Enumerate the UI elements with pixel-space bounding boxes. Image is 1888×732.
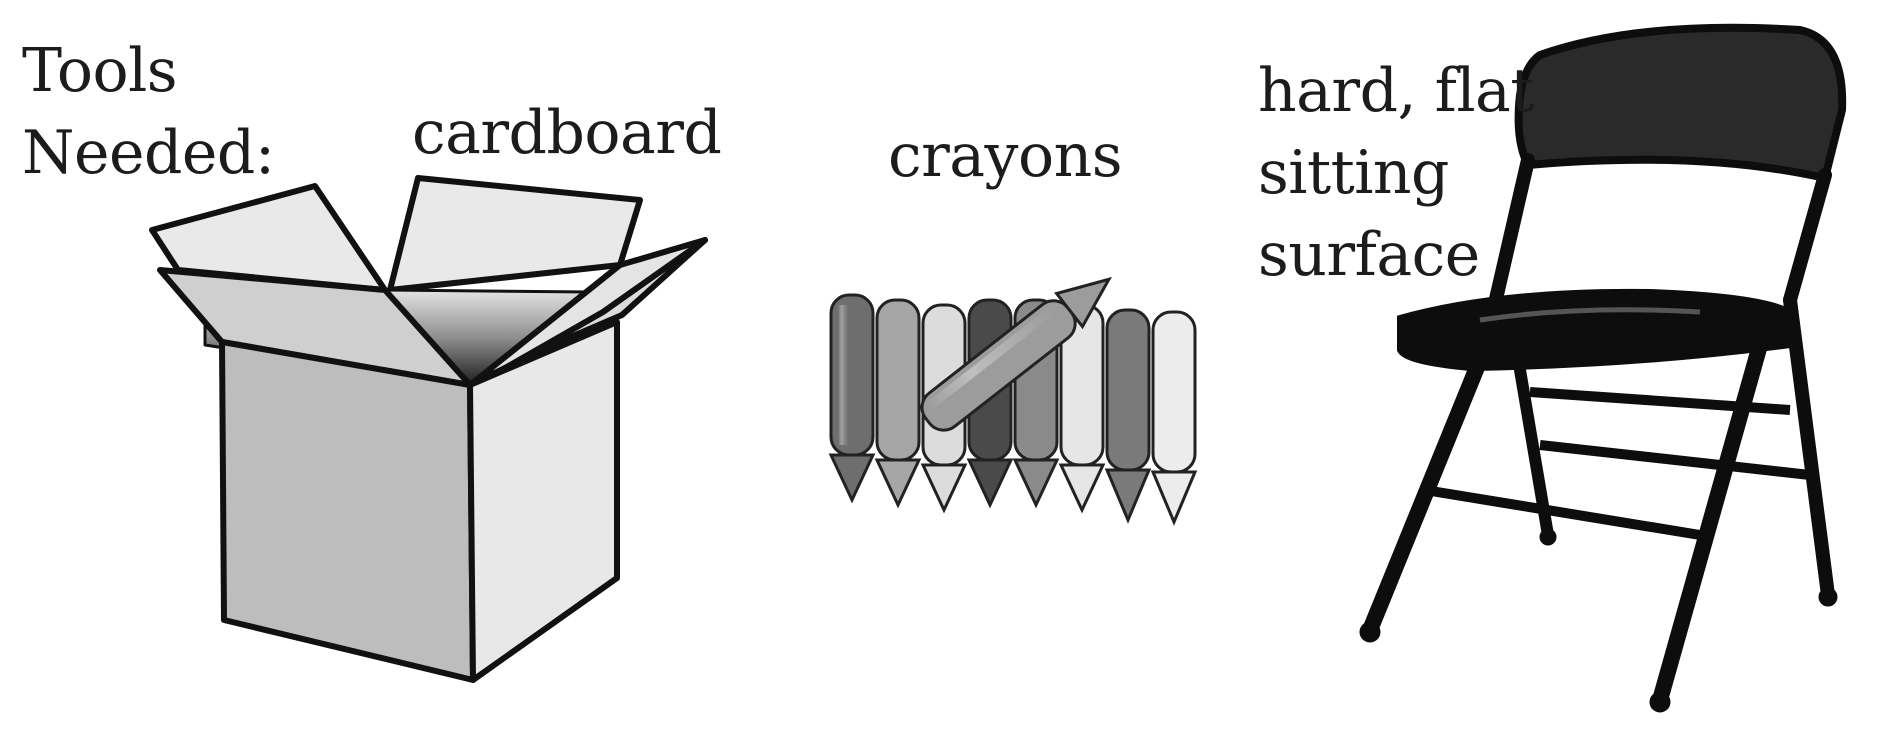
chair-seat [1397, 288, 1793, 372]
crayon-diagonal [920, 276, 1112, 432]
chair-label-line-2: sitting [1258, 138, 1449, 208]
chair-backrest [1514, 23, 1847, 183]
crayons-icon [828, 276, 1198, 526]
box-front-face [219, 339, 476, 683]
title-line-2: Needed: [22, 118, 275, 188]
chair-label-line-1: hard, flat [1258, 56, 1534, 126]
chair-foot [1359, 621, 1381, 643]
crayon [874, 298, 922, 509]
chair-brace-upper [1529, 387, 1791, 415]
cardboard-label: cardboard [412, 98, 722, 168]
cardboard-box-icon [149, 175, 708, 683]
chair-rear-right-leg [1783, 293, 1835, 602]
chair-back-right-upright [1783, 168, 1832, 307]
crayons-label: crayons [888, 121, 1123, 191]
chair-foot [1649, 691, 1671, 713]
chair-foot [1539, 528, 1557, 546]
chair-label-line-3: surface [1258, 220, 1480, 290]
crayon [828, 293, 876, 504]
crayon [1150, 310, 1198, 526]
folding-chair-icon [1359, 23, 1847, 713]
chair-brace-middle [1539, 440, 1811, 480]
box-right-face [467, 319, 620, 683]
chair-foot [1818, 587, 1838, 607]
title-line-1: Tools [22, 36, 178, 106]
box-back-right-flap [387, 175, 643, 293]
crayon [1104, 308, 1152, 524]
chair-brace-lower [1424, 485, 1701, 540]
chair-seat-highlight [1479, 307, 1701, 323]
